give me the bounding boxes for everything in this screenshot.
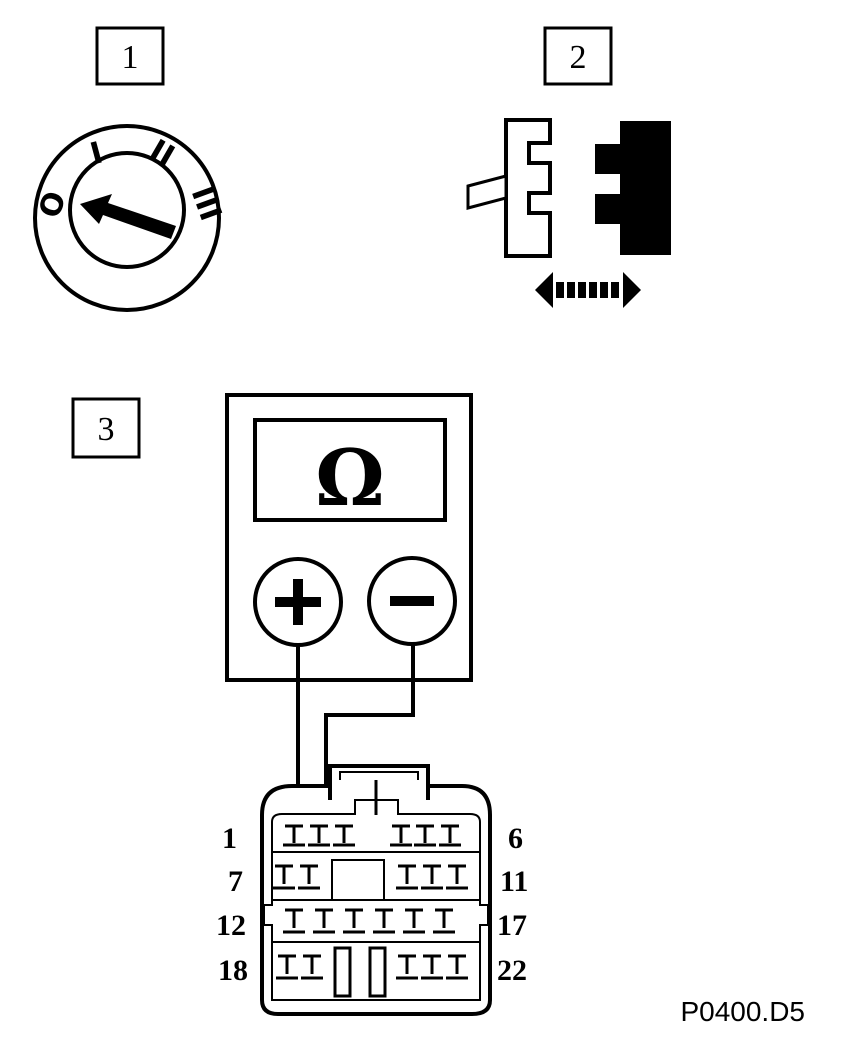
step-3-label: 3 [71, 397, 141, 459]
connector-disconnect-icon [466, 118, 671, 308]
minus-terminal-icon [367, 556, 457, 646]
plus-terminal-icon [253, 557, 343, 647]
figure-reference: P0400.D5 [680, 996, 805, 1027]
pin-label-1: 1 [222, 822, 237, 855]
connector-face-icon [260, 764, 492, 1016]
pin-label-18: 18 [218, 954, 248, 987]
step-2-number: 2 [570, 39, 587, 76]
step-1-number: 1 [122, 39, 139, 76]
pin-label-12: 12 [216, 909, 246, 942]
step-3-number: 3 [98, 411, 115, 448]
double-arrow-icon [535, 272, 641, 308]
pin-label-6: 6 [508, 822, 523, 855]
pin-label-7: 7 [228, 865, 243, 898]
pin-label-22: 22 [497, 954, 527, 987]
minus-test-lead [324, 644, 415, 808]
step-2-label: 2 [543, 26, 613, 86]
ohm-symbol: Ω [315, 433, 384, 524]
pin-label-11: 11 [500, 865, 528, 898]
pin-label-17: 17 [497, 909, 527, 942]
ohmmeter: Ω [225, 393, 473, 682]
ignition-switch-icon: O I II III [32, 124, 228, 312]
ohmmeter-display [253, 418, 447, 522]
step-1-label: 1 [95, 26, 165, 86]
